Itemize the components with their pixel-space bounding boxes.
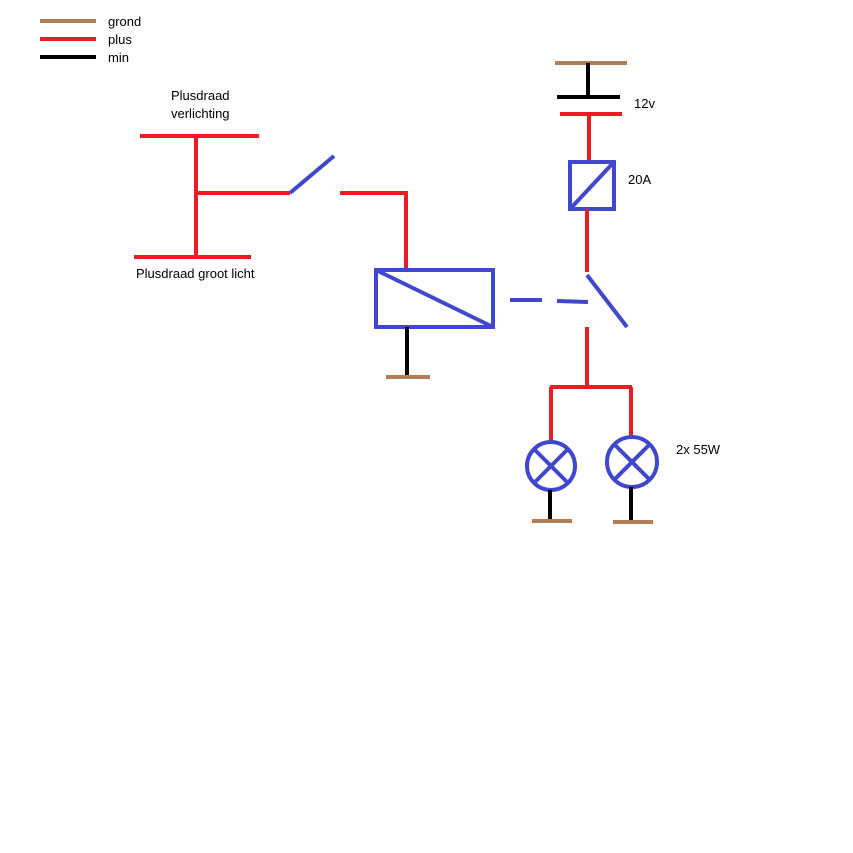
fuse-box bbox=[568, 160, 616, 211]
label-battery: 12v bbox=[634, 96, 655, 111]
legend-label-ground: grond bbox=[108, 14, 141, 29]
label-lamps: 2x 55W bbox=[676, 442, 721, 457]
label-plusdraad-verlichting-2: verlichting bbox=[171, 106, 230, 121]
control-switch bbox=[288, 154, 336, 195]
battery bbox=[555, 61, 627, 116]
legend-label-plus: plus bbox=[108, 32, 132, 47]
plus-feed-wires bbox=[134, 134, 408, 270]
legend: grond plus min bbox=[40, 14, 141, 65]
relay-link-dash-2 bbox=[556, 299, 589, 304]
label-fuse: 20A bbox=[628, 172, 651, 187]
relay-contact-switch bbox=[585, 273, 629, 329]
relay-coil-diagonal bbox=[375, 268, 494, 329]
fuse bbox=[568, 160, 616, 211]
relay-coil-box bbox=[374, 268, 495, 329]
label-plusdraad-groot-licht: Plusdraad groot licht bbox=[136, 266, 255, 281]
load-wires bbox=[549, 327, 633, 441]
lamp-1 bbox=[525, 440, 577, 492]
label-plusdraad-verlichting-1: Plusdraad bbox=[171, 88, 230, 103]
lamp-2 bbox=[605, 435, 659, 489]
legend-label-min: min bbox=[108, 50, 129, 65]
fuse-diagonal bbox=[568, 160, 616, 211]
lamp-1-cross-b bbox=[532, 447, 570, 485]
lamp-2-cross-b bbox=[612, 442, 652, 482]
relay-coil bbox=[374, 268, 495, 329]
